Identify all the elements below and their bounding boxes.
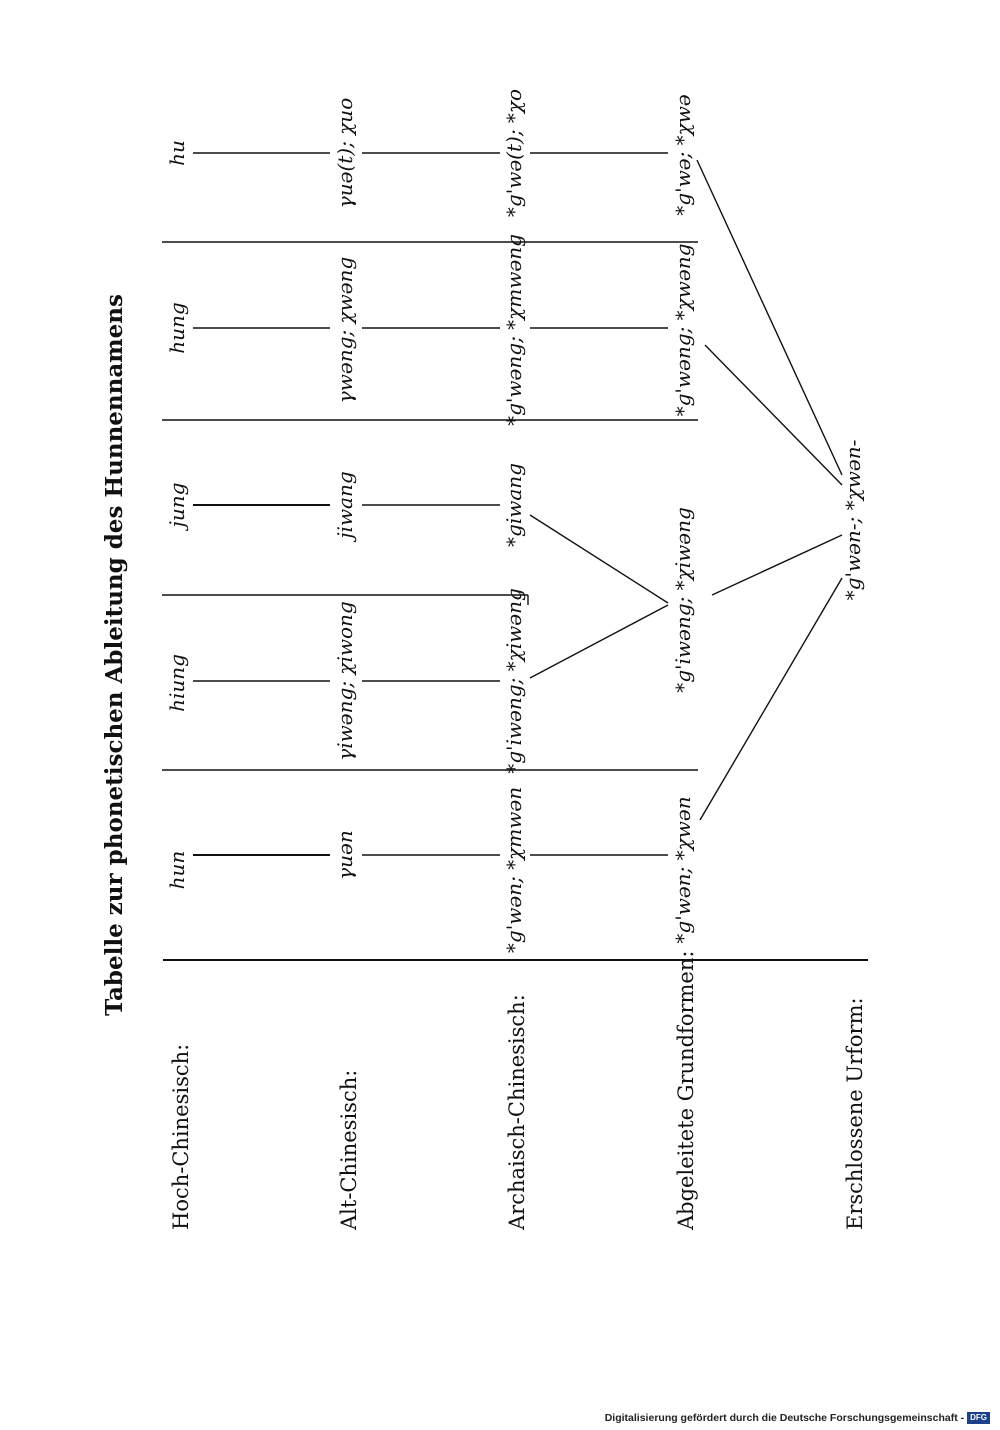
row-label-abgeleitet: Abgeleitete Grundformen:	[674, 951, 698, 1231]
digitization-footer: Digitalisierung gefördert durch die Deut…	[560, 1412, 990, 1428]
connector-line	[529, 514, 669, 604]
form-archaisch-4: *g'wəng; *χmwəng	[502, 234, 526, 426]
form-hoch-1: hun	[165, 851, 189, 890]
connector-line	[704, 344, 843, 486]
connector-line	[699, 577, 843, 821]
form-urform: *g'wən-; *χwən-	[841, 439, 865, 600]
form-alt-2: γiwəng; χiwong	[333, 601, 357, 760]
form-archaisch-5: *g'wə(t); *χo	[502, 89, 526, 217]
form-abgeleitet-4: *g'wə; *χwə	[671, 94, 695, 216]
row-label-urform: Erschlossene Urform:	[843, 997, 867, 1230]
form-hoch-5: hu	[165, 140, 189, 166]
form-alt-3: jiwang	[333, 471, 357, 542]
form-hoch-3: jung	[165, 483, 189, 532]
form-abgeleitet-3: *g'wəng; *χwəng	[671, 244, 695, 417]
form-hoch-4: hung	[165, 302, 189, 353]
connector-line	[696, 159, 843, 476]
footer-text: Digitalisierung gefördert durch die Deut…	[604, 1412, 965, 1424]
form-archaisch-2: *g'iwəng; *χiwəng	[502, 588, 526, 774]
dfg-logo: DFG	[967, 1412, 990, 1425]
form-hoch-2: hiung	[165, 654, 189, 712]
connector-line	[711, 534, 843, 596]
row-label-archaisch: Archaisch-Chinesisch:	[505, 994, 529, 1231]
connector-line	[529, 604, 669, 679]
form-alt-4: γwəng; χwəng	[333, 257, 357, 403]
form-archaisch-3: *giwang	[502, 463, 526, 547]
row-label-hoch: Hoch-Chinesisch:	[169, 1044, 193, 1230]
form-archaisch-1: *g'wən; *χmwən	[502, 787, 526, 953]
form-abgeleitet-1: *g'wən; *χwən	[671, 796, 695, 943]
form-abgeleitet-2: *g'iwəng; *χiwəng	[671, 507, 695, 693]
table-title: Tabelle zur phonetischen Ableitung des H…	[101, 294, 128, 1016]
form-alt-1: γuən	[333, 830, 357, 880]
row-label-alt: Alt-Chinesisch:	[337, 1070, 361, 1231]
form-alt-5: γuə(t); χuo	[333, 98, 357, 208]
